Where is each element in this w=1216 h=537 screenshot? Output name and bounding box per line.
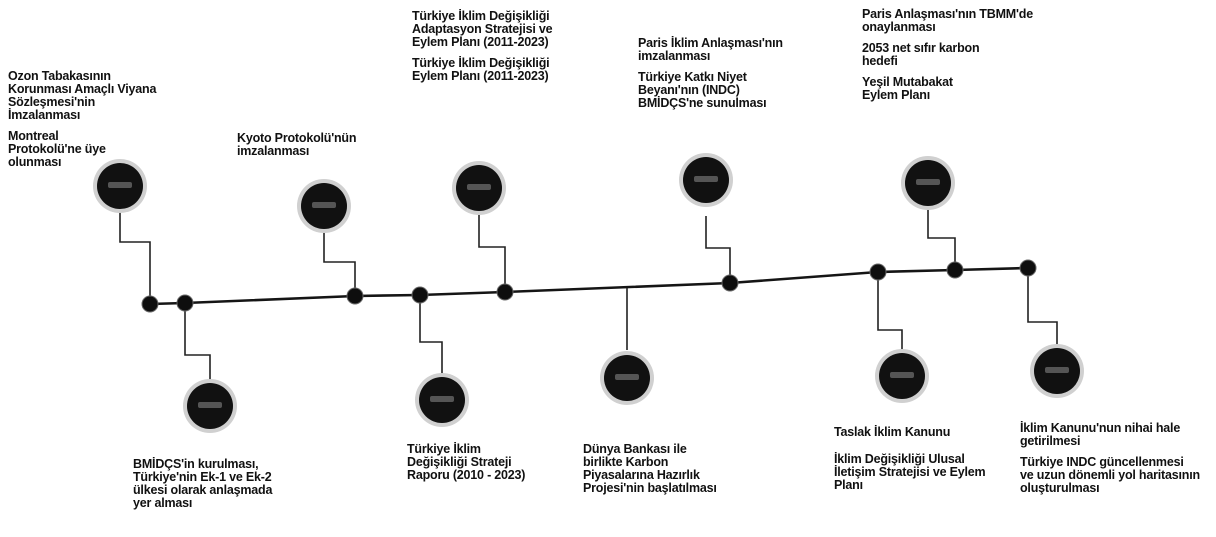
node-e10 <box>1019 259 1037 277</box>
connector-e4 <box>419 295 443 375</box>
event-e5-text-2: Türkiye İklim Değişikliği Eylem Planı (2… <box>412 56 550 83</box>
node-e1 <box>141 295 159 313</box>
timeline-nodes <box>141 259 1037 313</box>
event-label-e3: Kyoto Protokolü'nün imzalanması <box>237 132 377 158</box>
event-e8-text-2: İklim Değişikliği Ulusal İletişim Strate… <box>834 452 986 492</box>
badge-e9 <box>901 156 955 210</box>
event-e4-text-1: Türkiye İklim Değişikliği Strateji Rapor… <box>407 442 526 482</box>
node-e7 <box>721 274 739 292</box>
node-e4 <box>411 286 429 304</box>
event-label-e6: Dünya Bankası ile birlikte Karbon Piyasa… <box>583 443 723 495</box>
event-e9-text-3: Yeşil Mutabakat Eylem Planı <box>862 75 953 102</box>
event-label-e10: İklim Kanunu'nun nihai hale getirilmesi … <box>1020 422 1200 495</box>
badge-e10 <box>1030 344 1084 398</box>
event-e3-text-1: Kyoto Protokolü'nün imzalanması <box>237 131 357 158</box>
node-e9 <box>946 261 964 279</box>
event-e2-text-1: BMİDÇS'in kurulması, Türkiye'nin Ek-1 ve… <box>133 457 273 510</box>
connector-e7 <box>705 216 731 283</box>
event-e8-text-1: Taslak İklim Kanunu <box>834 425 951 439</box>
event-label-e9: Paris Anlaşması'nın TBMM'de onaylanması … <box>862 8 1042 102</box>
badge-e8 <box>875 349 929 403</box>
event-e1-text-1: Ozon Tabakasının Korunması Amaçlı Viyana… <box>8 69 157 122</box>
node-e3 <box>346 287 364 305</box>
node-e5 <box>496 283 514 301</box>
event-e10-text-2: Türkiye INDC güncellenmesi ve uzun dönem… <box>1020 455 1200 495</box>
event-label-e5: Türkiye İklim Değişikliği Adaptasyon Str… <box>412 10 587 83</box>
node-e8 <box>869 263 887 281</box>
event-e7-text-2: Türkiye Katkı Niyet Beyanı'nın (INDC) BM… <box>638 70 767 110</box>
connector-lines <box>119 210 1058 382</box>
node-e2 <box>176 294 194 312</box>
badge-e3 <box>297 179 351 233</box>
event-e5-text-1: Türkiye İklim Değişikliği Adaptasyon Str… <box>412 9 553 49</box>
badge-e7 <box>679 153 733 207</box>
event-label-e8: Taslak İklim Kanunu İklim Değişikliği Ul… <box>834 426 1004 492</box>
connector-e9 <box>927 210 956 270</box>
event-e9-text-2: 2053 net sıfır karbon hedefi <box>862 41 980 68</box>
badge-e5 <box>452 161 506 215</box>
event-label-e7: Paris İklim Anlaşması'nın imzalanması Tü… <box>638 37 803 110</box>
badge-e4 <box>415 373 469 427</box>
connector-e5 <box>478 215 506 292</box>
event-label-e1: Ozon Tabakasının Korunması Amaçlı Viyana… <box>8 70 158 169</box>
connector-e2 <box>184 303 211 382</box>
badge-e2 <box>183 379 237 433</box>
year-badges <box>93 153 1084 433</box>
event-e9-text-1: Paris Anlaşması'nın TBMM'de onaylanması <box>862 7 1033 34</box>
timeline-axis <box>149 266 1029 306</box>
connector-e1 <box>119 212 151 304</box>
connector-e10 <box>1027 268 1058 345</box>
badge-e1 <box>93 159 147 213</box>
event-e7-text-1: Paris İklim Anlaşması'nın imzalanması <box>638 36 783 63</box>
badge-e6 <box>600 351 654 405</box>
event-label-e4: Türkiye İklim Değişikliği Strateji Rapor… <box>407 443 527 482</box>
connector-e3 <box>323 232 356 296</box>
event-label-e2: BMİDÇS'in kurulması, Türkiye'nin Ek-1 ve… <box>133 458 293 510</box>
event-e10-text-1: İklim Kanunu'nun nihai hale getirilmesi <box>1020 421 1181 448</box>
connector-e8 <box>877 272 903 350</box>
event-e6-text-1: Dünya Bankası ile birlikte Karbon Piyasa… <box>583 442 717 495</box>
event-e1-text-2: Montreal Protokolü'ne üye olunması <box>8 129 106 169</box>
